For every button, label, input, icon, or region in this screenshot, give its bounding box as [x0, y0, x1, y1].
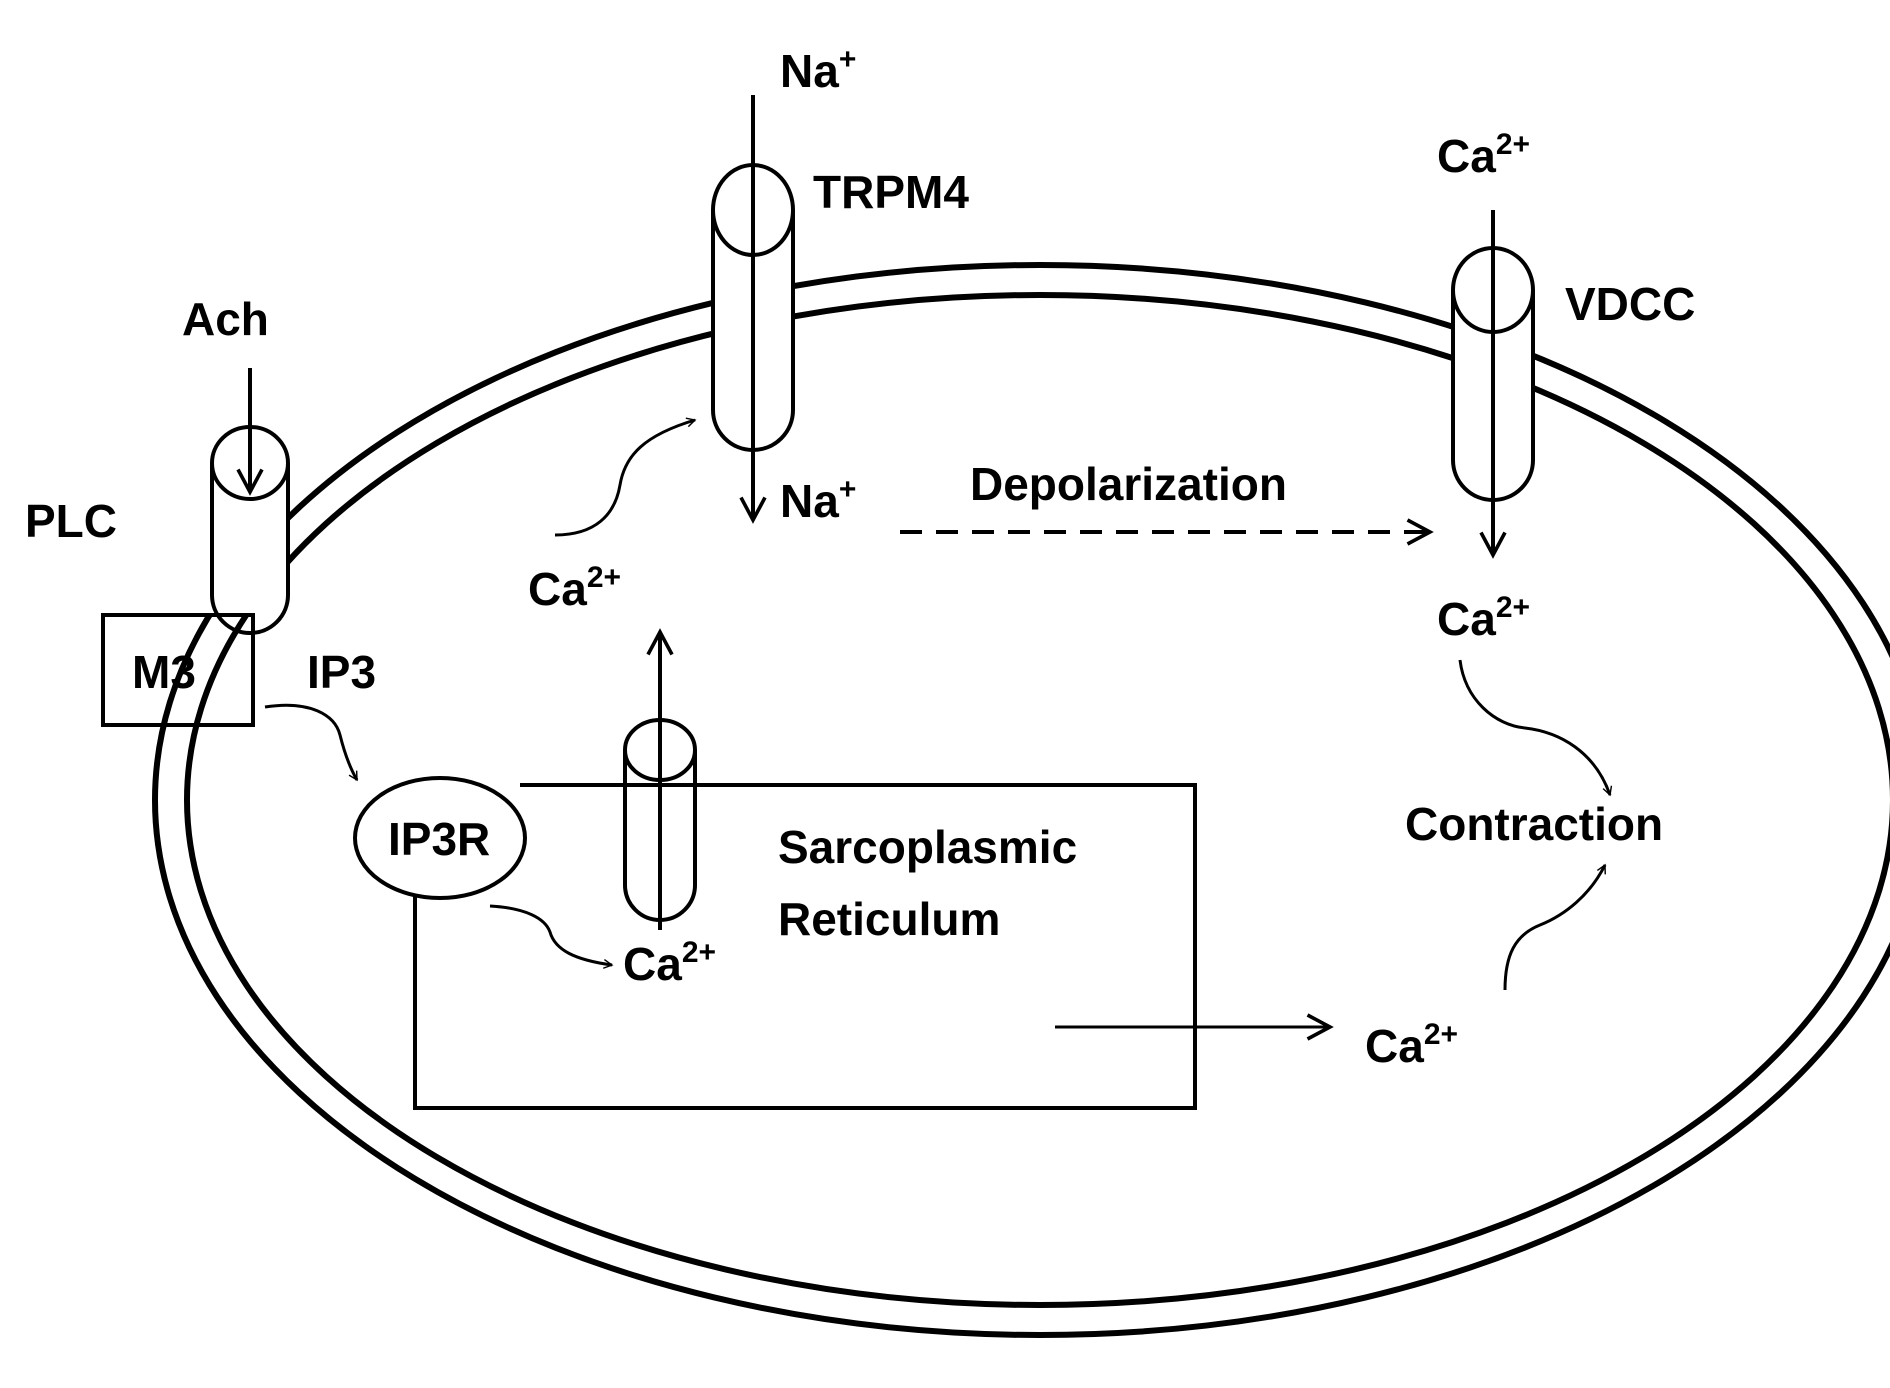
- vdcc-label: VDCC: [1565, 278, 1695, 330]
- ca-to-trpm4-label: Ca2+: [528, 561, 621, 615]
- ip3r-receptor: [353, 776, 527, 900]
- ip3r-to-ca-arrow: [489, 904, 614, 969]
- sarcoplasmic-reticulum: [413, 783, 1197, 1110]
- reticulum-label: Reticulum: [778, 893, 1000, 945]
- plc-label: PLC: [25, 495, 117, 547]
- ca-sr-inner-label: Ca2+: [623, 936, 716, 990]
- ca-to-trpm4-arrow: [554, 417, 697, 537]
- ca-to-contraction-arrow: [1458, 659, 1613, 797]
- depolarization-label: Depolarization: [970, 458, 1287, 510]
- trpm4-label: TRPM4: [813, 166, 969, 218]
- ca-vdcc-in-label: Ca2+: [1437, 591, 1530, 645]
- ip3r-label: IP3R: [388, 813, 490, 865]
- m3-label: M3: [132, 646, 196, 698]
- contraction-label: Contraction: [1405, 798, 1663, 850]
- cell-membrane-inner: [184, 292, 1890, 1308]
- ip3-label: IP3: [307, 646, 376, 698]
- ca-sr-out-label: Ca2+: [1365, 1018, 1458, 1072]
- na-top-label: Na+: [780, 43, 856, 97]
- na-in-label: Na+: [780, 473, 856, 527]
- sarcoplasmic-label: Sarcoplasmic: [778, 821, 1077, 873]
- ach-label: Ach: [182, 293, 269, 345]
- ip3-to-ip3r-arrow: [264, 703, 359, 782]
- sr-ca-to-contraction-arrow: [1503, 863, 1607, 991]
- cell-membrane-outer: [152, 262, 1890, 1338]
- m3-box: [101, 613, 255, 727]
- ca-vdcc-top-label: Ca2+: [1437, 128, 1530, 182]
